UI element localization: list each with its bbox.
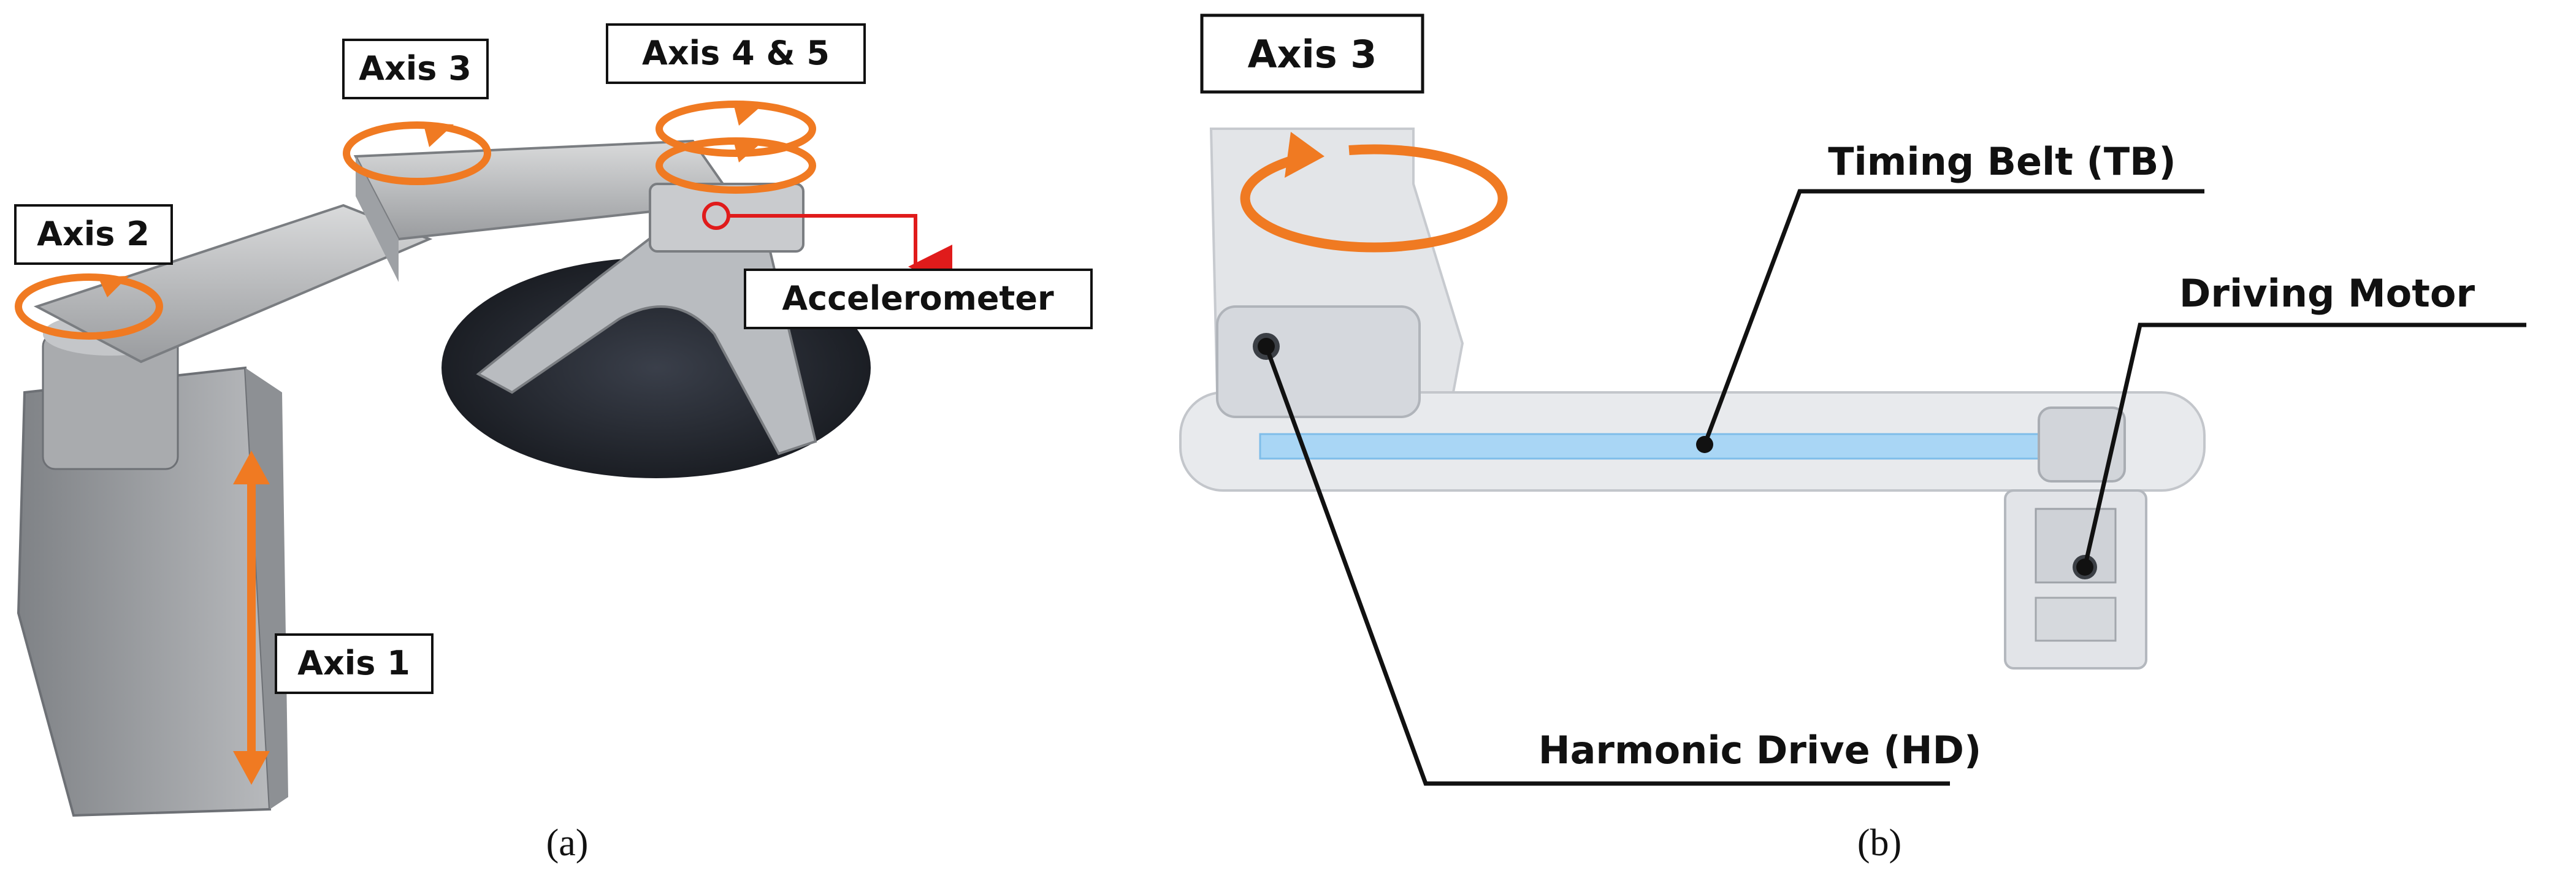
axis-2-rotation-arrow [15,273,163,340]
timing-belt [1259,433,2120,460]
robot-column [17,366,272,817]
axis-3-label: Axis 3 [342,39,489,99]
arm-link-1 [33,204,433,364]
harmonic-drive-unit [1216,305,1421,418]
axis-1-arrow [233,451,270,785]
svg-text:Axis 4 & 5: Axis 4 & 5 [642,34,830,72]
timing-belt-leader [1702,189,2204,446]
axis-3-rotation-arrow [343,121,491,185]
axis-3-label-b: Axis 3 [1200,13,1424,94]
accelerometer-label: Accelerometer [744,269,1093,329]
axis-2-label: Axis 2 [14,204,173,265]
axis-3-rotation-arrow-b [1240,132,1508,253]
timing-belt-label: Timing Belt (TB) [1828,139,2176,184]
axis-1-label: Axis 1 [275,633,434,694]
svg-text:Accelerometer: Accelerometer [782,279,1054,318]
driving-motor-leader [2082,322,2526,568]
accelerometer-leader [728,214,952,289]
svg-text:Axis 3: Axis 3 [1248,32,1377,77]
panel-a-caption: (a) [546,822,589,864]
panel-a: Axis 2 Axis 3 Axis 4 & 5 Accelerometer A… [14,23,1093,864]
svg-text:Axis 2: Axis 2 [37,215,150,253]
end-effector [476,235,817,456]
svg-text:Axis 1: Axis 1 [297,644,410,682]
axis-4-5-label: Axis 4 & 5 [606,23,866,84]
panel-b-caption: (b) [1857,822,1901,864]
svg-text:Axis 3: Axis 3 [359,49,472,88]
driving-motor-label: Driving Motor [2179,271,2475,316]
harmonic-drive-leader [1264,345,1950,786]
panel-b: Axis 3 Timing Belt (TB) Driving Motor Ha… [1179,13,2526,864]
harmonic-drive-label: Harmonic Drive (HD) [1538,728,1982,773]
